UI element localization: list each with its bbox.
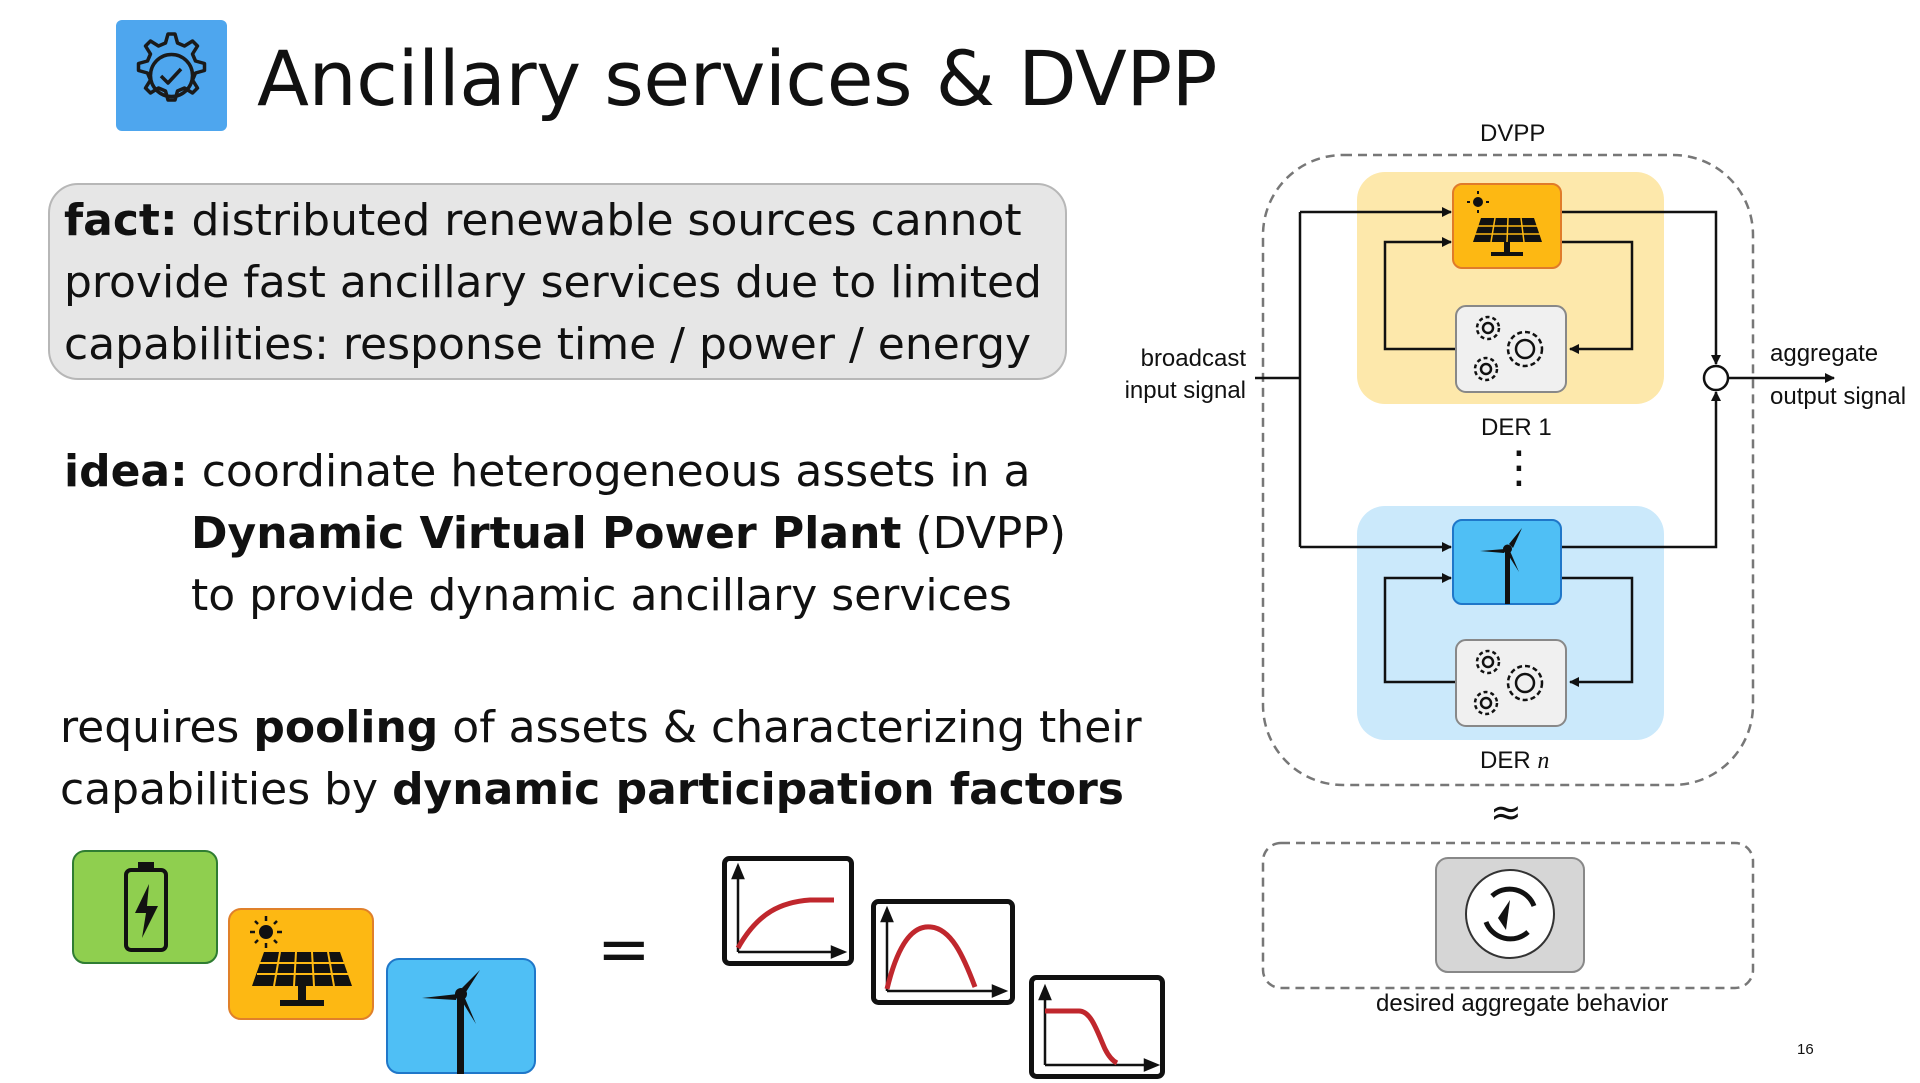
slide-title: Ancillary services & DVPP	[257, 34, 1218, 123]
fact-callout	[48, 183, 1067, 380]
dern-label: DER n	[1480, 747, 1549, 775]
der1-controller-gears-icon	[1455, 305, 1567, 393]
input-label-2: input signal	[1124, 377, 1246, 404]
idea-label: idea:	[64, 446, 188, 497]
battery-icon	[72, 850, 218, 968]
dern-label-prefix: DER	[1480, 747, 1538, 774]
fact-line-3: capabilities: response time / power / en…	[64, 319, 1032, 370]
summation-node	[1702, 364, 1730, 392]
desired-behavior-boundary	[1261, 841, 1755, 990]
factor-plot-highpass	[1029, 975, 1165, 1083]
output-label-2: output signal	[1770, 383, 1907, 410]
pooling-term: pooling	[253, 702, 439, 753]
equals-sign: =	[597, 913, 651, 987]
dvpp-term: Dynamic Virtual Power Plant	[191, 508, 902, 559]
idea-text: idea: coordinate heterogeneous assets in…	[64, 441, 1066, 627]
requires-text: requires pooling of assets & characteriz…	[60, 697, 1142, 821]
desired-behavior-label: desired aggregate behavior	[1376, 990, 1669, 1017]
dvpp-label: DVPP	[1480, 120, 1546, 147]
fact-label: fact:	[64, 195, 178, 246]
participation-factors-term: dynamic participation factors	[392, 764, 1124, 815]
dvpp-boundary	[1261, 153, 1755, 787]
dern-controller-gears-icon	[1455, 639, 1567, 727]
dern-wind-icon	[1452, 519, 1562, 605]
output-label-1: aggregate	[1770, 340, 1879, 367]
approx-sign: ≈	[1490, 790, 1522, 834]
factor-plot-bandpass	[871, 899, 1015, 1009]
der1-solar-icon	[1452, 183, 1562, 269]
der1-label: DER 1	[1481, 414, 1552, 441]
settings-check-icon	[116, 20, 227, 131]
idea-line-1: coordinate heterogeneous assets in a	[187, 446, 1031, 497]
dvpp-diagram	[1255, 153, 1835, 990]
factor-plot-lowpass	[722, 856, 854, 970]
page-number: 16	[1797, 1041, 1814, 1058]
solar-panel-icon	[228, 908, 374, 1024]
fact-line-2: provide fast ancillary services due to l…	[64, 257, 1042, 308]
fact-line-1: distributed renewable sources cannot	[177, 195, 1022, 246]
fact-text: fact: distributed renewable sources cann…	[64, 190, 1042, 376]
der1-group	[1357, 172, 1664, 404]
requires-part-3: capabilities by	[60, 764, 393, 815]
idea-line-3: to provide dynamic ancillary services	[191, 570, 1012, 621]
requires-part-1: requires	[60, 702, 254, 753]
dern-label-var: n	[1537, 748, 1550, 774]
requires-part-2: of assets & characterizing their	[438, 702, 1142, 753]
desired-behavior-icon	[1435, 857, 1585, 973]
vertical-ellipsis: ⋮	[1497, 442, 1541, 493]
idea-line-2: (DVPP)	[901, 508, 1067, 559]
input-label-1: broadcast	[1140, 345, 1246, 372]
wind-turbine-icon	[386, 958, 536, 1078]
